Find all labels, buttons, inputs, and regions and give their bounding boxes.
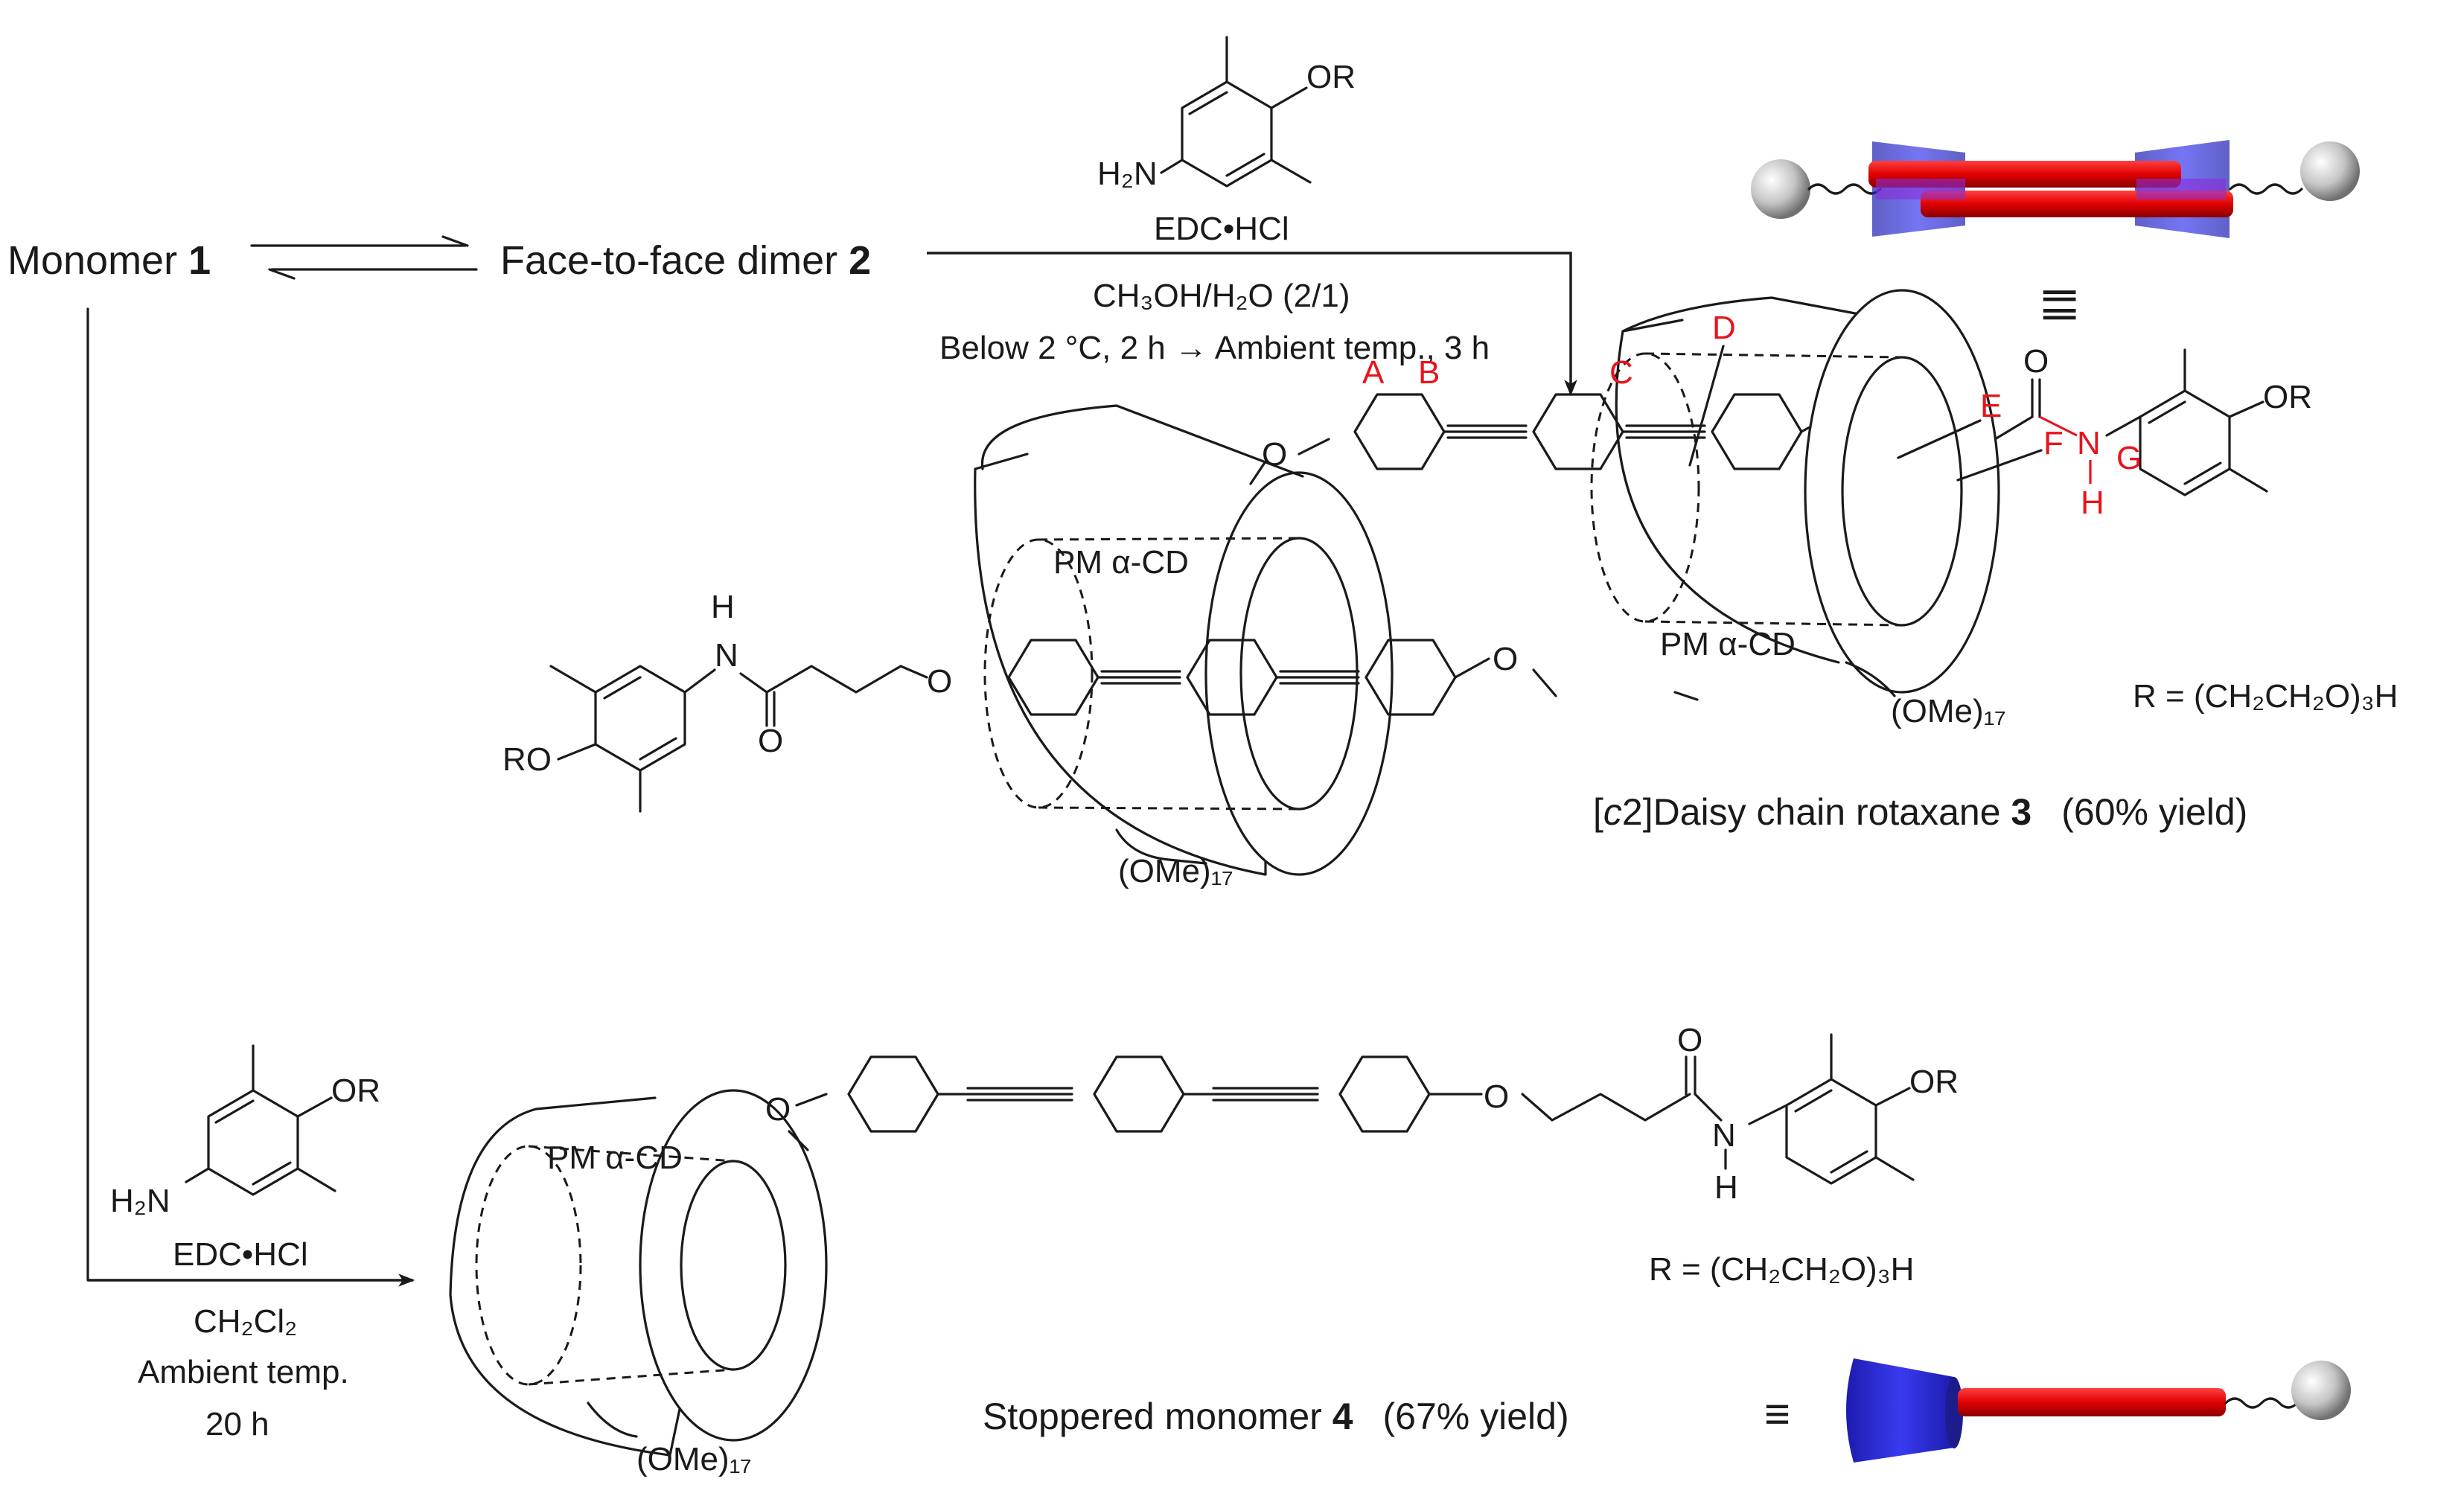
amide-n-bottom: N: [1712, 1117, 1736, 1154]
carbonyl-o-right: O: [2023, 343, 2049, 380]
linker-bottom: [2224, 1397, 2299, 1409]
pm-cd-right: PM α-CD (OMe)₁₇: [1590, 289, 2006, 729]
ether-o-bottom-left: O: [765, 1091, 791, 1128]
h2n-group: H₂N: [1097, 156, 1158, 192]
pm-cd-label-left: PM α-CD: [1053, 544, 1189, 581]
or-group-bottom-reagent: OR: [331, 1073, 380, 1109]
ome17-left: (OMe)₁₇: [1118, 853, 1233, 889]
proton-label-c: C: [1609, 354, 1633, 391]
or-group: OR: [1306, 59, 1356, 95]
aniline-reagent-top: OR H₂N: [1097, 36, 1356, 192]
amide-h-left: H: [711, 589, 735, 625]
top-solvent: CH₃OH/H₂O (2/1): [1093, 278, 1350, 314]
equivalence-mark-top: ‖‖: [2034, 287, 2084, 324]
aniline-reagent-bottom: OR H₂N: [110, 1044, 380, 1219]
bottom-time: 20 h: [205, 1406, 269, 1442]
ether-o-mid: O: [1493, 641, 1518, 677]
axle-bottom: O O O N H OR: [765, 1022, 1959, 1206]
pointer-e: [1897, 419, 1982, 459]
linker-right: [2229, 183, 2303, 195]
r-definition-top: R = (CH₂CH₂O)₃H: [2133, 678, 2398, 715]
overlap-left: [1876, 179, 1965, 199]
pm-cd-label-bottom: PM α-CD: [547, 1140, 683, 1176]
stoppered-label: Stoppered monomer 4(67% yield): [983, 1396, 1569, 1437]
or-group-bottom: OR: [1909, 1064, 1959, 1100]
monomer-label: Monomer 1: [7, 238, 211, 283]
rotaxane-label: [c2]Daisy chain rotaxane 3(60% yield): [1593, 791, 2247, 833]
amide-n-left: N: [715, 637, 738, 674]
top-reaction-arrow: [927, 252, 1577, 397]
proton-label-a: A: [1362, 354, 1385, 391]
pm-cd-left: PM α-CD (OMe)₁₇: [974, 404, 1394, 889]
top-reagent: EDC•HCl: [1154, 211, 1289, 247]
equilibrium-arrows: [250, 235, 478, 280]
rotaxane-cartoon: [1751, 140, 2360, 238]
amide-h-right: H: [2081, 485, 2104, 521]
linker-left: [1807, 183, 1882, 195]
cd-cartoon-bottom: [1846, 1358, 1954, 1463]
monomer-cartoon: [1846, 1358, 2351, 1463]
rotaxane-left-stopper: N H O O RO: [502, 589, 952, 813]
proton-label-b: B: [1418, 354, 1440, 391]
bottom-temperature: Ambient temp.: [138, 1354, 349, 1390]
stopper-ball-left: [1751, 159, 1810, 219]
dimer-label: Face-to-face dimer 2: [500, 238, 871, 283]
pm-cd-bottom: PM α-CD (OMe)₁₇: [449, 1089, 828, 1477]
axle-cartoon-bottom: [1958, 1388, 2226, 1416]
ome17-right: (OMe)₁₇: [1891, 693, 2006, 729]
overlap-right: [2136, 179, 2226, 199]
amide-n-right: N: [2077, 425, 2101, 461]
ome17-bottom: (OMe)₁₇: [636, 1441, 752, 1477]
pointer-d: [1688, 345, 1725, 467]
equivalence-mark-bottom: ≡: [1764, 1389, 1790, 1439]
stopper-ball-bottom: [2291, 1361, 2351, 1420]
pointer-f: [1956, 449, 2043, 482]
or-group-right: OR: [2263, 379, 2312, 415]
axle-left: O: [1007, 639, 1557, 716]
amide-h-bottom: H: [1714, 1169, 1738, 1206]
h2n-group-bottom: H₂N: [110, 1183, 170, 1219]
ether-o-upper: O: [1262, 436, 1287, 473]
ether-o-bottom-right: O: [1484, 1078, 1509, 1115]
ether-o-left: O: [927, 663, 952, 700]
proton-label-d: D: [1712, 310, 1736, 346]
proton-label-f: F: [2043, 425, 2064, 461]
stopper-ball-right: [2300, 141, 2360, 201]
proton-labels: A B C D E F G: [1362, 310, 2142, 482]
proton-label-e: E: [1980, 388, 2002, 424]
bottom-solvent: CH₂Cl₂: [194, 1303, 297, 1340]
top-temperature: Below 2 °C, 2 h → Ambient temp., 3 h: [939, 330, 1490, 366]
carbonyl-o-left: O: [758, 723, 783, 759]
pm-cd-label-right: PM α-CD: [1660, 626, 1796, 662]
ro-group-left: RO: [502, 741, 552, 778]
r-definition-bottom: R = (CH₂CH₂O)₃H: [1649, 1251, 1914, 1288]
bottom-reagent: EDC•HCl: [173, 1236, 308, 1273]
axle-upper-chain: O O O N H OR: [1249, 343, 2312, 521]
proton-label-g: G: [2116, 440, 2142, 476]
carbonyl-o-bottom: O: [1677, 1022, 1702, 1058]
